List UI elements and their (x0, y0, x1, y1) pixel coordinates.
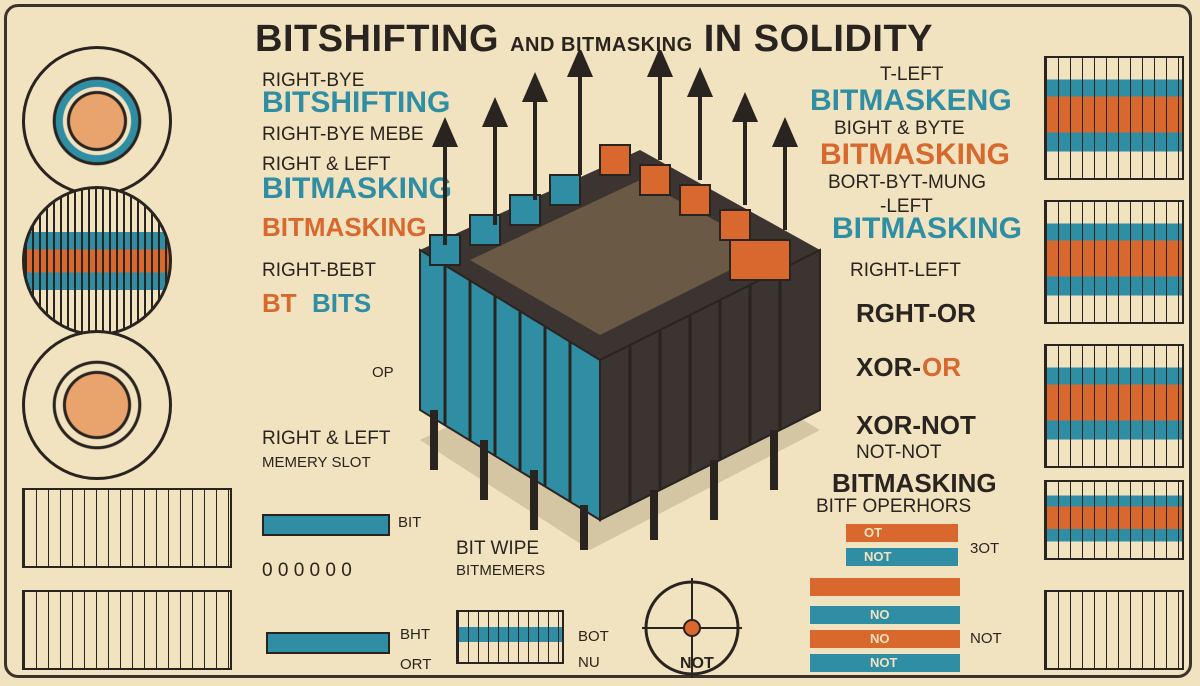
left-label: RIGHT-BYE (262, 70, 365, 91)
left-label: RIGHT & LEFT (262, 428, 391, 449)
left-bits-label: BITS (312, 288, 372, 318)
bit-grid-decoration (1044, 200, 1184, 324)
circuit-dial-icon (22, 330, 172, 480)
bit-grid-decoration (1044, 344, 1184, 468)
left-label: RIGHT-BEBT (262, 260, 377, 281)
bit-bar-teal (262, 514, 390, 536)
operator-bar (810, 578, 960, 596)
bit-grid-decoration (1044, 590, 1184, 670)
left-bt-label: BT (262, 288, 297, 318)
memory-cube-illustration (419, 50, 821, 550)
mid-bit-label: BOT (578, 628, 609, 645)
left-op-label: OP (372, 364, 394, 381)
right-heading-bitmaskeng: BITMASKENG (810, 84, 1012, 117)
operator-bar: NOT (846, 548, 958, 566)
operator-bar-no: NO (810, 630, 960, 648)
right-op-xor-not: XOR-NOT (856, 410, 976, 440)
right-heading-bitmasking: BITMASKING (832, 212, 1022, 245)
bit-bar-teal-2 (266, 632, 390, 654)
left-label: RIGHT-BYE MEBE (262, 124, 424, 145)
right-heading-bitmasking-dark: BITMASKING (832, 468, 997, 498)
title-part1: BITSHIFTING (255, 18, 500, 60)
bit-bar-label: ORT (400, 656, 432, 673)
left-heading-bitmasking: BITMASKING (262, 172, 452, 205)
operator-bar-label: NOT (970, 630, 1002, 647)
right-op-xor: XOR- (856, 352, 921, 382)
left-label: MEMERY SLOT (262, 454, 371, 471)
right-op-rght-or: RGHT-OR (856, 298, 976, 328)
circuit-dial-icon (22, 46, 172, 196)
operator-bar: OT (846, 524, 958, 542)
left-label: RIGHT & LEFT (262, 154, 391, 175)
right-label: -LEFT (880, 196, 933, 217)
right-label: BORT-BYT-MUNG (828, 172, 986, 193)
operator-bar-label: 3OT (970, 540, 1000, 557)
right-label: BIGHT & BYTE (834, 118, 965, 139)
mid-label: BITMEMERS (456, 562, 546, 579)
right-op-not-not: NOT-NOT (856, 442, 942, 463)
striped-dial-icon (22, 186, 172, 336)
bit-grid-decoration (1044, 56, 1184, 180)
operator-bar-not: NOT (810, 654, 960, 672)
right-op-or: OR (922, 352, 961, 382)
right-label: BITF OPERHORS (816, 496, 972, 517)
right-label: T-LEFT (880, 64, 944, 85)
operator-bar-no: NO (810, 606, 960, 624)
right-label: RIGHT-LEFT (850, 260, 961, 281)
bit-grid-decoration (1044, 480, 1184, 560)
title-part3: IN SOLIDITY (703, 18, 934, 60)
title-part2: AND BITMASKING (510, 34, 693, 56)
mid-bit-label: NU (578, 654, 600, 671)
svg-text:NOT: NOT (680, 655, 714, 672)
page-frame (4, 4, 1192, 678)
left-heading-bitmasking-orange: BITMASKING (262, 212, 427, 242)
bit-bar-label: BIT (398, 514, 422, 531)
bit-zero-row: 0 0 0 0 0 0 (262, 560, 352, 581)
bit-grid-decoration (22, 590, 232, 670)
mid-bit-table (456, 610, 564, 664)
left-heading-bitshifting: BITSHIFTING (262, 86, 451, 119)
right-heading-bitmasking-orange: BITMASKING (820, 138, 1010, 171)
mid-label: BIT WIPE (456, 538, 540, 559)
page-title: BITSHIFTING AND BITMASKING IN SOLIDITY (255, 18, 933, 61)
bit-grid-decoration (22, 488, 232, 568)
bit-bar-label: BHT (400, 626, 430, 643)
crosshair-gauge-icon: NOT (642, 578, 742, 678)
